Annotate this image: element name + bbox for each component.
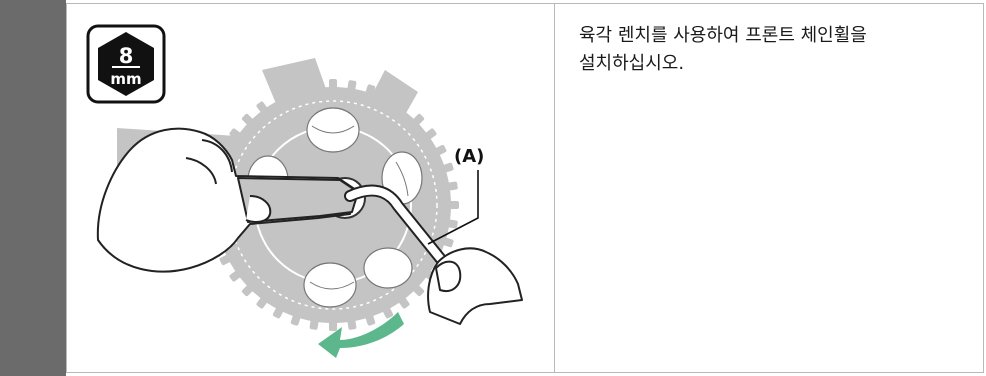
chainring-tooth <box>447 201 459 209</box>
chainring-tooth <box>423 128 437 141</box>
chainring-tooth <box>440 162 454 174</box>
chainring-tooth <box>256 295 269 309</box>
callout-label-a: (A) <box>454 146 484 167</box>
chainring-tooth <box>329 79 337 91</box>
rotation-arrow <box>318 312 404 358</box>
chainring-tooth <box>347 80 357 93</box>
chainring-tooth <box>445 181 458 191</box>
hex-wrench <box>344 184 454 274</box>
chainring-tooth <box>381 91 394 105</box>
chainring-tooth <box>445 219 458 229</box>
chainring-tooth <box>241 283 255 297</box>
chainring-tooth <box>229 269 243 282</box>
instruction-text: 육각 렌치를 사용하여 프론트 체인휠을 설치하십시오. <box>579 25 867 74</box>
chainring-tooth <box>347 317 357 330</box>
chainring-tooth <box>290 84 302 98</box>
chainring-tooth <box>219 253 233 266</box>
right-hand <box>427 247 523 325</box>
step-side-bar <box>0 0 66 376</box>
chainring-tooth <box>411 113 425 127</box>
chainring-tooth <box>241 113 255 127</box>
chainring-tooth <box>272 91 285 105</box>
column-divider <box>554 3 555 373</box>
chainring-tooth <box>309 80 319 93</box>
chainring-tooth <box>381 305 394 319</box>
left-hand <box>96 127 359 273</box>
chainring-tooth <box>364 312 376 326</box>
chainring-tooth <box>329 319 337 331</box>
crank-installation-illustration: (A) 8 mm <box>86 24 523 358</box>
chainring-tooth <box>229 128 243 141</box>
chainring-tooth <box>397 295 410 309</box>
chainring-tooth <box>309 317 319 330</box>
tool-size-unit: mm <box>110 70 141 88</box>
chainring-tooth <box>440 236 454 248</box>
chainring-tooth <box>272 305 285 319</box>
chainring-tooth <box>411 283 425 297</box>
tool-size-value: 8 <box>119 44 134 68</box>
callout-a: (A) <box>427 146 484 245</box>
chainring-tooth <box>364 84 376 98</box>
chainring-tooth <box>397 101 410 115</box>
chainring-tooth <box>433 144 447 157</box>
chainring-tooth <box>290 312 302 326</box>
chainring-tooth <box>256 101 269 115</box>
tool-size-badge: 8 mm <box>86 24 166 104</box>
